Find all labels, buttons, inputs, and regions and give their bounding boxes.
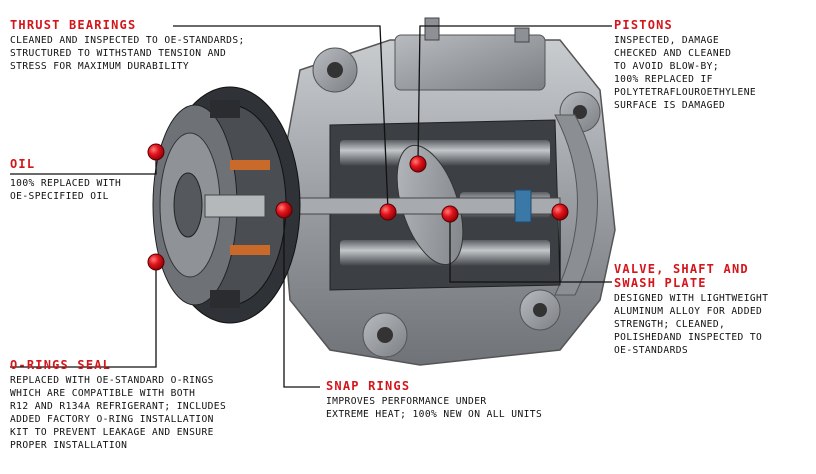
marker-o-rings (147, 253, 165, 271)
o-rings-line: R12 AND R134A REFRIGERANT; INCLUDES (10, 401, 227, 412)
leader-valve-shaft (449, 215, 612, 283)
thrust-bearings-line: STRESS FOR MAXIMUM DURABILITY (10, 61, 190, 72)
o-rings-line: WHICH ARE COMPATIBLE WITH BOTH (10, 388, 196, 399)
pistons-line: TO AVOID BLOW-BY; (614, 61, 719, 72)
oil-line: 100% REPLACED WITH (10, 178, 122, 189)
o-rings-title: O-RINGS SEAL (10, 358, 112, 372)
valve-shaft-title-line1: VALVE, SHAFT AND (614, 262, 749, 276)
thrust-bearings-text: CLEANED AND INSPECTED TO OE-STANDARDS; S… (10, 34, 245, 73)
leader-lines (10, 25, 612, 388)
leader-snap-rings (283, 210, 320, 388)
valve-shaft-line: STRENGTH; CLEANED, (614, 319, 726, 330)
o-rings-text: REPLACED WITH OE-STANDARD O-RINGS WHICH … (10, 374, 226, 452)
pistons-title: PISTONS (614, 18, 673, 32)
o-rings-line: KIT TO PREVENT LEAKAGE AND ENSURE (10, 427, 214, 438)
marker-thrust-bearings (379, 203, 397, 221)
o-rings-line: PROPER INSTALLATION (10, 440, 128, 451)
oil-text: 100% REPLACED WITH OE-SPECIFIED OIL (10, 177, 121, 203)
thrust-bearings-line: STRUCTURED TO WITHSTAND TENSION AND (10, 48, 227, 59)
valve-shaft-title-line2: SWASH PLATE (614, 276, 707, 290)
leader-o-rings (10, 262, 157, 368)
marker-oil (147, 143, 165, 161)
o-rings-line: ADDED FACTORY O-RING INSTALLATION (10, 414, 214, 425)
valve-shaft-line: OE-STANDARDS (614, 345, 689, 356)
snap-rings-line: EXTREME HEAT; 100% NEW ON ALL UNITS (326, 409, 543, 420)
marker-snap-rings (275, 201, 293, 219)
pistons-line: CHECKED AND CLEANED (614, 48, 732, 59)
leader-pistons (417, 25, 612, 163)
markers (147, 143, 569, 271)
marker-valve-shaft (441, 205, 459, 223)
valve-shaft-line: DESIGNED WITH LIGHTWEIGHT (614, 293, 769, 304)
pistons-line: 100% REPLACED IF (614, 74, 713, 85)
leader-thrust-bearings (173, 25, 389, 211)
snap-rings-line: IMPROVES PERFORMANCE UNDER (326, 396, 487, 407)
snap-rings-text: IMPROVES PERFORMANCE UNDER EXTREME HEAT;… (326, 395, 542, 421)
compressor-housing (249, 17, 616, 366)
oil-title: OIL (10, 157, 36, 171)
valve-shaft-text: DESIGNED WITH LIGHTWEIGHT ALUMINUM ALLOY… (614, 292, 768, 357)
marker-valve-shaft-2 (551, 203, 569, 221)
oil-line: OE-SPECIFIED OIL (10, 191, 109, 202)
thrust-bearings-line: CLEANED AND INSPECTED TO OE-STANDARDS; (10, 35, 245, 46)
pistons-line: POLYTETRAFLOUROETHYLENE (614, 87, 757, 98)
valve-shaft-line: POLISHEDAND INSPECTED TO (614, 332, 763, 343)
marker-pistons (409, 155, 427, 173)
thrust-bearings-title: THRUST BEARINGS (10, 18, 137, 32)
snap-rings-title: SNAP RINGS (326, 379, 411, 393)
valve-shaft-line: ALUMINUM ALLOY FOR ADDED (614, 306, 763, 317)
clutch-pulley (152, 86, 301, 324)
pistons-line: SURFACE IS DAMAGED (614, 100, 726, 111)
o-rings-line: REPLACED WITH OE-STANDARD O-RINGS (10, 375, 214, 386)
pistons-text: INSPECTED, DAMAGE CHECKED AND CLEANED TO… (614, 34, 756, 112)
pistons-line: INSPECTED, DAMAGE (614, 35, 719, 46)
